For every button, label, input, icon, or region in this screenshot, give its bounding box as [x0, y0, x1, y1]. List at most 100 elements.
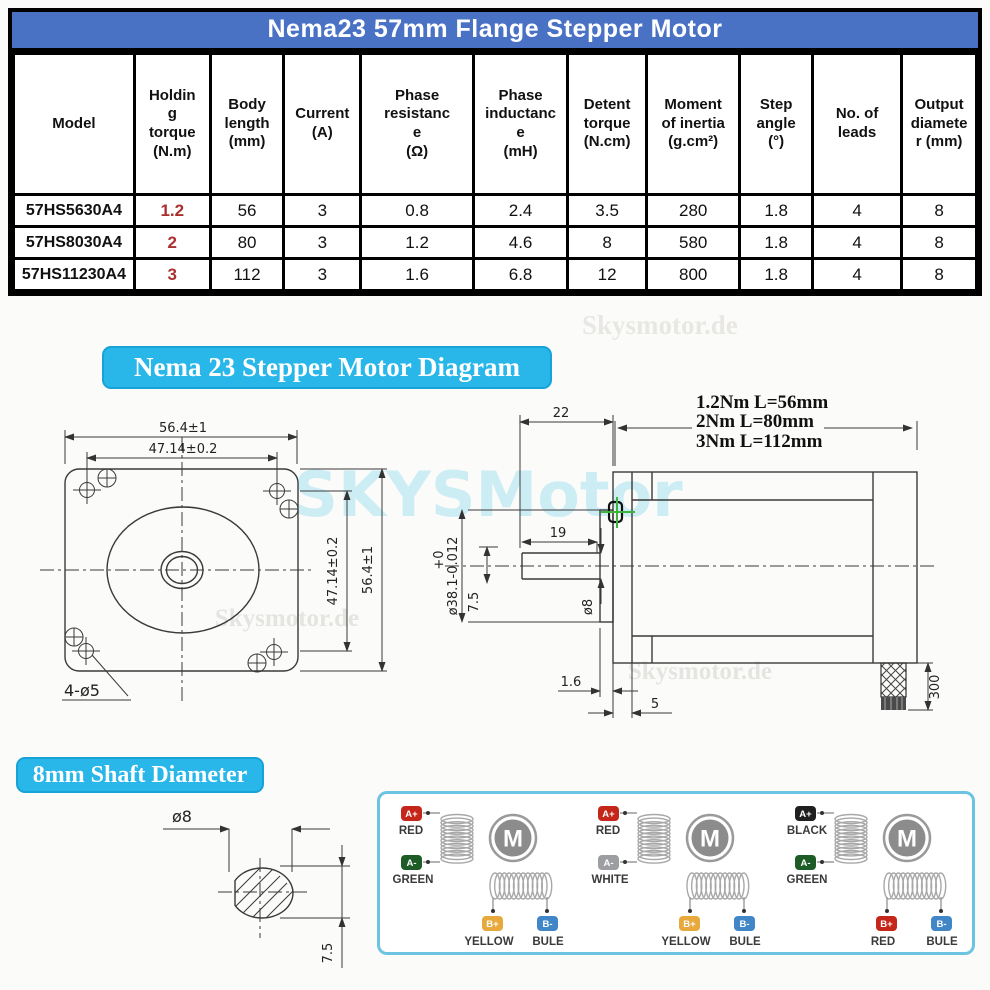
- cell-body-length: 80: [208, 225, 286, 260]
- col-header-holding-torque: Holdin g torque (N.m): [132, 52, 212, 196]
- dim-front-width-outer: 56.4±1: [159, 421, 207, 436]
- b-plus-badge: [679, 916, 700, 931]
- a-plus-badge: [795, 806, 816, 821]
- b-plus-badge-label: B+: [880, 919, 893, 930]
- cell-leads: 4: [811, 257, 904, 292]
- watermark-brand-large: SKYSMotor: [293, 458, 683, 531]
- side-dimensions: 22 1.2Nm L=56mm 2Nm L=80mm 3Nm L=112mm 1…: [432, 392, 943, 718]
- side-view-drawing: 22 1.2Nm L=56mm 2Nm L=80mm 3Nm L=112mm 1…: [432, 392, 943, 718]
- col-header-leads: No. of leads: [811, 52, 904, 196]
- b-plus-wire-label: RED: [871, 936, 895, 948]
- label-length-option-2: 2Nm L=80mm: [696, 411, 814, 432]
- cell-phase-inductance: 2.4: [471, 193, 570, 228]
- dim-side-cable-len: 300: [928, 675, 943, 700]
- shaft-section-outline: [234, 867, 294, 919]
- cell-phase-inductance: 4.6: [471, 225, 570, 260]
- b-plus-badge-label: B+: [683, 919, 696, 930]
- phase-a-coil: [440, 813, 474, 864]
- cell-current: 3: [282, 257, 363, 292]
- b-minus-wire-label: BULE: [926, 936, 958, 948]
- phase-b-coil: [489, 872, 553, 900]
- cell-holding-torque: 2: [132, 225, 212, 260]
- a-plus-badge: [401, 806, 422, 821]
- cell-body-length: 112: [208, 257, 286, 292]
- cell-detent-torque: 3.5: [566, 193, 649, 228]
- cell-output-diameter: 8: [900, 193, 978, 228]
- spec-table-block: Nema23 57mm Flange Stepper Motor Model H…: [8, 8, 982, 296]
- dim-side-shaft-len: 19: [550, 526, 567, 541]
- col-header-current: Current (A): [282, 52, 363, 196]
- dim-side-shaft-dia: ø8: [581, 599, 596, 615]
- phase-b-coil: [686, 872, 750, 900]
- wiring-group-3: A+ BLACK A- GREEN M B+ RED B- BULE: [787, 806, 958, 948]
- watermark-site-top: Skysmotor.de: [582, 310, 738, 340]
- cell-step-angle: 1.8: [738, 257, 815, 292]
- col-header-phase-resistance: Phase resistanc e (Ω): [359, 52, 475, 196]
- col-header-detent-torque: Detent torque (N.cm): [566, 52, 649, 196]
- dim-front-hole-pitch-v: 47.14±0.2: [326, 537, 341, 606]
- dim-front-holes: 4-ø5: [64, 681, 100, 700]
- cell-step-angle: 1.8: [738, 193, 815, 228]
- a-plus-badge: [598, 806, 619, 821]
- cell-holding-torque: 3: [132, 257, 212, 292]
- section-heading-diagram: Nema 23 Stepper Motor Diagram: [102, 346, 552, 389]
- dim-section-flat: 7.5: [321, 943, 336, 964]
- col-header-moment-of-inertia: Moment of inertia (g.cm²): [645, 52, 742, 196]
- watermark-site-right: Skysmotor.de: [628, 658, 772, 685]
- cell-phase-inductance: 6.8: [471, 257, 570, 292]
- wiring-group-1: A+ RED A- GREEN M B+ YELLOW B- BULE: [393, 806, 564, 948]
- dim-side-boss-tol: +0: [432, 550, 447, 569]
- cell-body-length: 56: [208, 193, 286, 228]
- dim-side-boss-dia: ø38.1-0.012: [446, 537, 461, 616]
- b-minus-wire-label: BULE: [532, 936, 564, 948]
- phase-a-coil: [637, 813, 671, 864]
- shaft-section-dimensions: ø8 7.5: [163, 807, 350, 968]
- dim-front-hole-pitch-h: 47.14±0.2: [149, 442, 218, 457]
- col-header-output-diameter: Output diamete r (mm): [900, 52, 978, 196]
- wiring-diagrams: A+ RED A- GREEN M B+ YELLOW B- BULE: [393, 806, 958, 948]
- cell-model: 57HS8030A4: [12, 225, 136, 260]
- a-minus-wire-label: WHITE: [591, 874, 628, 886]
- shaft-hatching: [235, 868, 293, 919]
- col-header-body-length: Body length (mm): [208, 52, 286, 196]
- cell-step-angle: 1.8: [738, 225, 815, 260]
- b-plus-badge: [482, 916, 503, 931]
- cell-phase-resistance: 0.8: [359, 193, 475, 228]
- a-minus-badge: [795, 855, 816, 870]
- cell-phase-resistance: 1.2: [359, 225, 475, 260]
- dim-side-shaft-ext: 22: [553, 406, 570, 421]
- b-minus-wire-label: BULE: [729, 936, 761, 948]
- cell-holding-torque: 1.2: [132, 193, 212, 228]
- dim-side-step-len: 5: [651, 697, 659, 712]
- b-minus-badge: [537, 916, 558, 931]
- b-minus-badge-label: B-: [739, 919, 749, 930]
- b-minus-badge-label: B-: [936, 919, 946, 930]
- table-row: 57HS11230A4 3 112 3 1.6 6.8 12 800 1.8 4…: [12, 257, 978, 292]
- a-minus-badge: [401, 855, 422, 870]
- b-plus-badge-label: B+: [486, 919, 499, 930]
- section-heading-shaft: 8mm Shaft Diameter: [16, 757, 264, 793]
- label-length-option-3: 3Nm L=112mm: [696, 431, 823, 452]
- header-row: Model Holdin g torque (N.m) Body length …: [12, 52, 978, 196]
- cell-leads: 4: [811, 193, 904, 228]
- col-header-step-angle: Step angle (°): [738, 52, 815, 196]
- motor-cable: [880, 662, 907, 710]
- phase-a-coil: [834, 813, 868, 864]
- a-plus-wire-label: RED: [596, 825, 620, 837]
- b-plus-wire-label: YELLOW: [464, 936, 513, 948]
- cell-current: 3: [282, 225, 363, 260]
- a-minus-badge-label: A-: [406, 858, 416, 869]
- watermark-site-left: Skysmotor.de: [215, 605, 359, 632]
- motor-symbol-label: M: [897, 826, 917, 853]
- motor-diagram: SKYSMotor Skysmotor.de Skysmotor.de: [40, 392, 943, 718]
- shaft-section-drawing: ø8 7.5: [163, 807, 350, 968]
- a-plus-wire-label: BLACK: [787, 825, 828, 837]
- alignment-cross: [601, 497, 635, 528]
- col-header-model: Model: [12, 52, 136, 196]
- wiring-group-2: A+ RED A- WHITE M B+ YELLOW B- BULE: [591, 806, 761, 948]
- cell-output-diameter: 8: [900, 257, 978, 292]
- front-view-drawing: 56.4±1 47.14±0.2 47.14±0.2 56.4±1 4-ø5: [40, 421, 387, 705]
- cell-model: 57HS5630A4: [12, 193, 136, 228]
- cell-output-diameter: 8: [900, 225, 978, 260]
